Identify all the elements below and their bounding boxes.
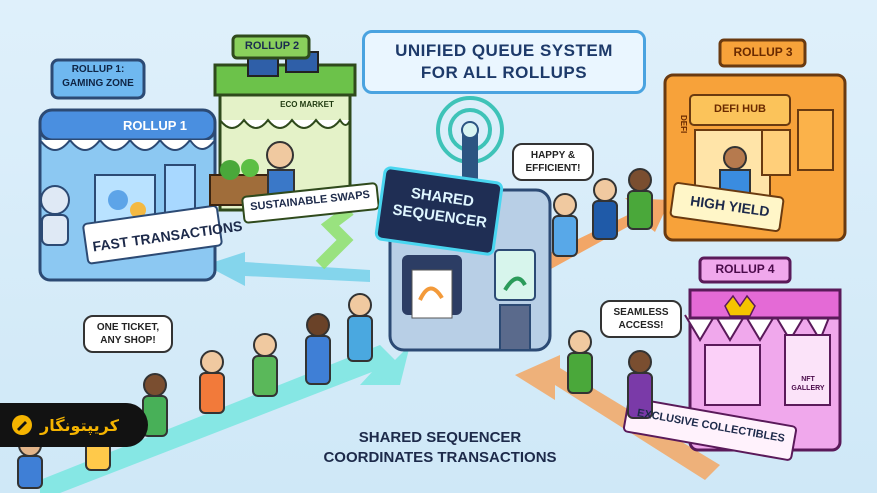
rollup2-shop (209, 34, 380, 224)
rollup3-shop (663, 38, 847, 242)
bubble-seamless-line2: ACCESS! (618, 320, 664, 331)
rollup3-awning-sign: DEFI HUB (714, 103, 766, 115)
sequencer-machine (374, 96, 552, 352)
arrow-rollup1 (205, 252, 370, 286)
brand-logo: کریپتونگار (0, 403, 148, 447)
rollup4-shop (622, 256, 842, 461)
bubble-seamless: SEAMLESS ACCESS! (600, 300, 682, 338)
bubble-seamless-line1: SEAMLESS (613, 307, 669, 318)
footer-line2: COORDINATES TRANSACTIONS (323, 449, 557, 466)
rollup1-top-sign-line1: ROLLUP 1: (71, 64, 125, 75)
rollup4-top-sign: ROLLUP 4 (715, 262, 775, 276)
queue-arrow-right-lower (515, 355, 720, 480)
rollup4-window-line1: NFT (801, 376, 815, 383)
brand-pen-icon (12, 415, 32, 435)
rollup3-top-sign: ROLLUP 3 (733, 45, 793, 59)
bubble-one-ticket: ONE TICKET, ANY SHOP! (83, 315, 173, 353)
rollup3-side-sign: DEFI (679, 115, 688, 134)
rollup1-awning-sign: ROLLUP 1 (122, 118, 188, 133)
people-right-lower-queue (567, 330, 653, 419)
rollup2-awning-sign: ECO MARKET (280, 100, 334, 109)
title-line1: UNIFIED QUEUE SYSTEM (395, 41, 613, 60)
arrow-rollup2 (315, 205, 354, 270)
rollup1-shop (38, 58, 223, 282)
bubble-happy: HAPPY & EFFICIENT! (512, 143, 594, 181)
rollup1-top-sign-line2: GAMING ZONE (62, 78, 134, 89)
footer-caption: SHARED SEQUENCER COORDINATES TRANSACTION… (300, 428, 580, 468)
rollup1-top-sign: ROLLUP 1: GAMING ZONE (54, 63, 142, 91)
bubble-one-ticket-line2: ANY SHOP! (100, 335, 156, 346)
bubble-happy-line1: HAPPY & (530, 150, 576, 161)
footer-line1: SHARED SEQUENCER (358, 429, 522, 446)
title-banner: UNIFIED QUEUE SYSTEM FOR ALL ROLLUPS (362, 30, 646, 94)
rollup4-window-sign: NFT GALLERY (788, 375, 828, 393)
brand-name: کریپتونگار (40, 415, 119, 435)
rollup4-window-line2: GALLERY (791, 385, 825, 392)
rollup2-top-sign: ROLLUP 2 (244, 40, 300, 52)
title-line2: FOR ALL ROLLUPS (420, 63, 588, 82)
people-upper-queue (552, 168, 653, 257)
bubble-happy-line2: EFFICIENT! (525, 163, 581, 174)
bubble-one-ticket-line1: ONE TICKET, (96, 322, 160, 333)
